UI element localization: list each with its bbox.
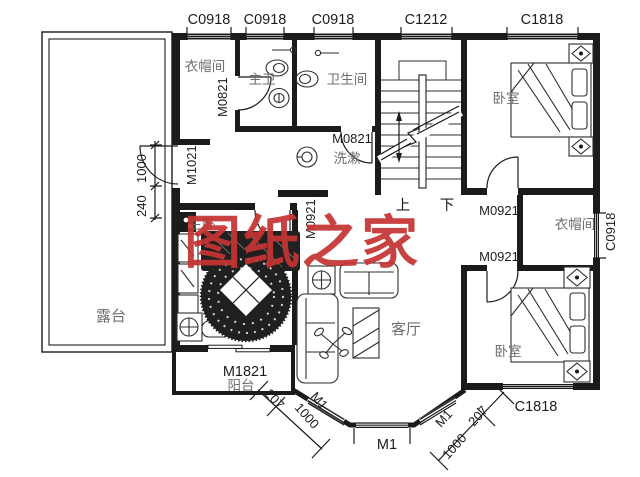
towel-hook-bathroom (314, 49, 339, 57)
room-labels: 露台 衣帽间 主卫 卫生间 主卧 客厅 卧室 卧室 衣帽间 阳台 洗漱 (96, 59, 595, 393)
toilet-master-bath (265, 59, 289, 77)
label-bedroom-bottom: 卧室 (495, 343, 522, 359)
label-dim-240-left: 240 (134, 195, 149, 217)
exterior-walls (172, 33, 600, 390)
label-window-c1212: C1212 (405, 12, 448, 28)
label-bedroom-top: 卧室 (493, 90, 520, 106)
label-wash: 洗漱 (334, 151, 361, 166)
window-c1212-top (400, 27, 453, 40)
door-m1021 (139, 145, 179, 185)
ac-unit-bedroom-top-2 (568, 136, 594, 157)
door-m1821-slider (207, 344, 271, 353)
plant-decor (314, 326, 353, 359)
sink-wash-area (296, 146, 318, 168)
terrace-outline (41, 31, 173, 353)
label-cloak-top: 衣帽间 (185, 59, 226, 74)
label-door-m0921-master: M0921 (303, 199, 318, 239)
master-round-rug (199, 249, 293, 343)
label-window-c1818-bottom: C1818 (515, 399, 558, 415)
label-window-c0918-3: C0918 (312, 12, 355, 28)
label-living-room: 客厅 (391, 321, 421, 338)
label-window-c1818-top: C1818 (521, 12, 564, 28)
sofa-long (296, 293, 339, 384)
label-window-c0918-2: C0918 (244, 12, 287, 28)
window-labels: C0918 C0918 C0918 C1212 C1818 C0918 C181… (188, 12, 618, 415)
coffee-table (352, 307, 380, 359)
door-m0821-cloak (237, 76, 272, 111)
door-m0921-bedroom-top (486, 156, 519, 189)
window-c0918-top-2 (245, 27, 285, 40)
door-m0821-bath (340, 131, 373, 164)
label-master-bedroom: 主卧 (189, 217, 216, 232)
ac-unit-living (307, 265, 336, 295)
window-c0918-top-3 (313, 27, 354, 40)
door-m0921-bedroom-bottom (486, 270, 519, 303)
label-window-c0918-right: C0918 (603, 213, 618, 251)
label-dim-1000-bay-right: 1000 (439, 430, 469, 462)
sofa-loveseat (339, 262, 399, 299)
window-c0918-right (593, 212, 606, 259)
dimension-bay-right (353, 385, 515, 471)
staircase (376, 60, 464, 189)
towel-hook-master-bath (272, 46, 297, 54)
master-basin (176, 312, 203, 342)
label-bathroom: 卫生间 (327, 72, 368, 87)
label-door-m1-bottom: M1 (377, 437, 397, 453)
label-door-m1821: M1821 (223, 364, 267, 380)
ac-unit-bedroom-top-1 (568, 43, 594, 64)
ac-unit-bedroom-bottom-1 (563, 266, 591, 289)
stair-labels: 上 下 (396, 197, 455, 214)
label-dim-1000-left: 1000 (134, 154, 149, 183)
interior-walls (179, 40, 600, 383)
label-door-m1021: M1021 (184, 145, 199, 185)
label-stairs-up: 上 (396, 197, 411, 214)
toilet-bathroom (295, 70, 319, 88)
balcony-outline (172, 352, 295, 395)
window-c0918-top-1 (186, 27, 232, 40)
watermark-text: 图纸之家 (184, 209, 420, 276)
ac-unit-bedroom-bottom-2 (563, 360, 591, 383)
sink-master-bath (268, 87, 290, 109)
door-labels: M1021 M0821 M0821 M0921 M0921 M0921 M182… (184, 77, 519, 453)
dimension-left (150, 140, 162, 223)
label-window-c0918-1: C0918 (188, 12, 231, 28)
dimension-bay-left (249, 380, 331, 459)
label-terrace: 露台 (96, 308, 126, 325)
label-cloak-right: 衣帽间 (555, 217, 596, 232)
master-tv-cabinet (178, 212, 196, 232)
label-door-m0921-top: M0921 (479, 203, 519, 218)
label-dim-207-bay-right: 207 (465, 403, 491, 429)
bay-window (291, 387, 467, 428)
label-door-m0821-cloak: M0821 (215, 77, 230, 117)
bed-bedroom-top (510, 62, 592, 138)
label-door-m0921-bottom: M0921 (479, 249, 519, 264)
window-c1818-bottom (503, 383, 573, 390)
window-c1818-top (506, 27, 579, 40)
label-dim-207-bay-left: 207 (262, 386, 288, 412)
label-stairs-down: 下 (440, 198, 455, 214)
label-master-bath: 主卫 (249, 72, 276, 87)
label-balcony: 阳台 (228, 378, 255, 393)
label-door-m0821-bath: M0821 (332, 131, 372, 146)
bed-bedroom-bottom (510, 287, 590, 363)
